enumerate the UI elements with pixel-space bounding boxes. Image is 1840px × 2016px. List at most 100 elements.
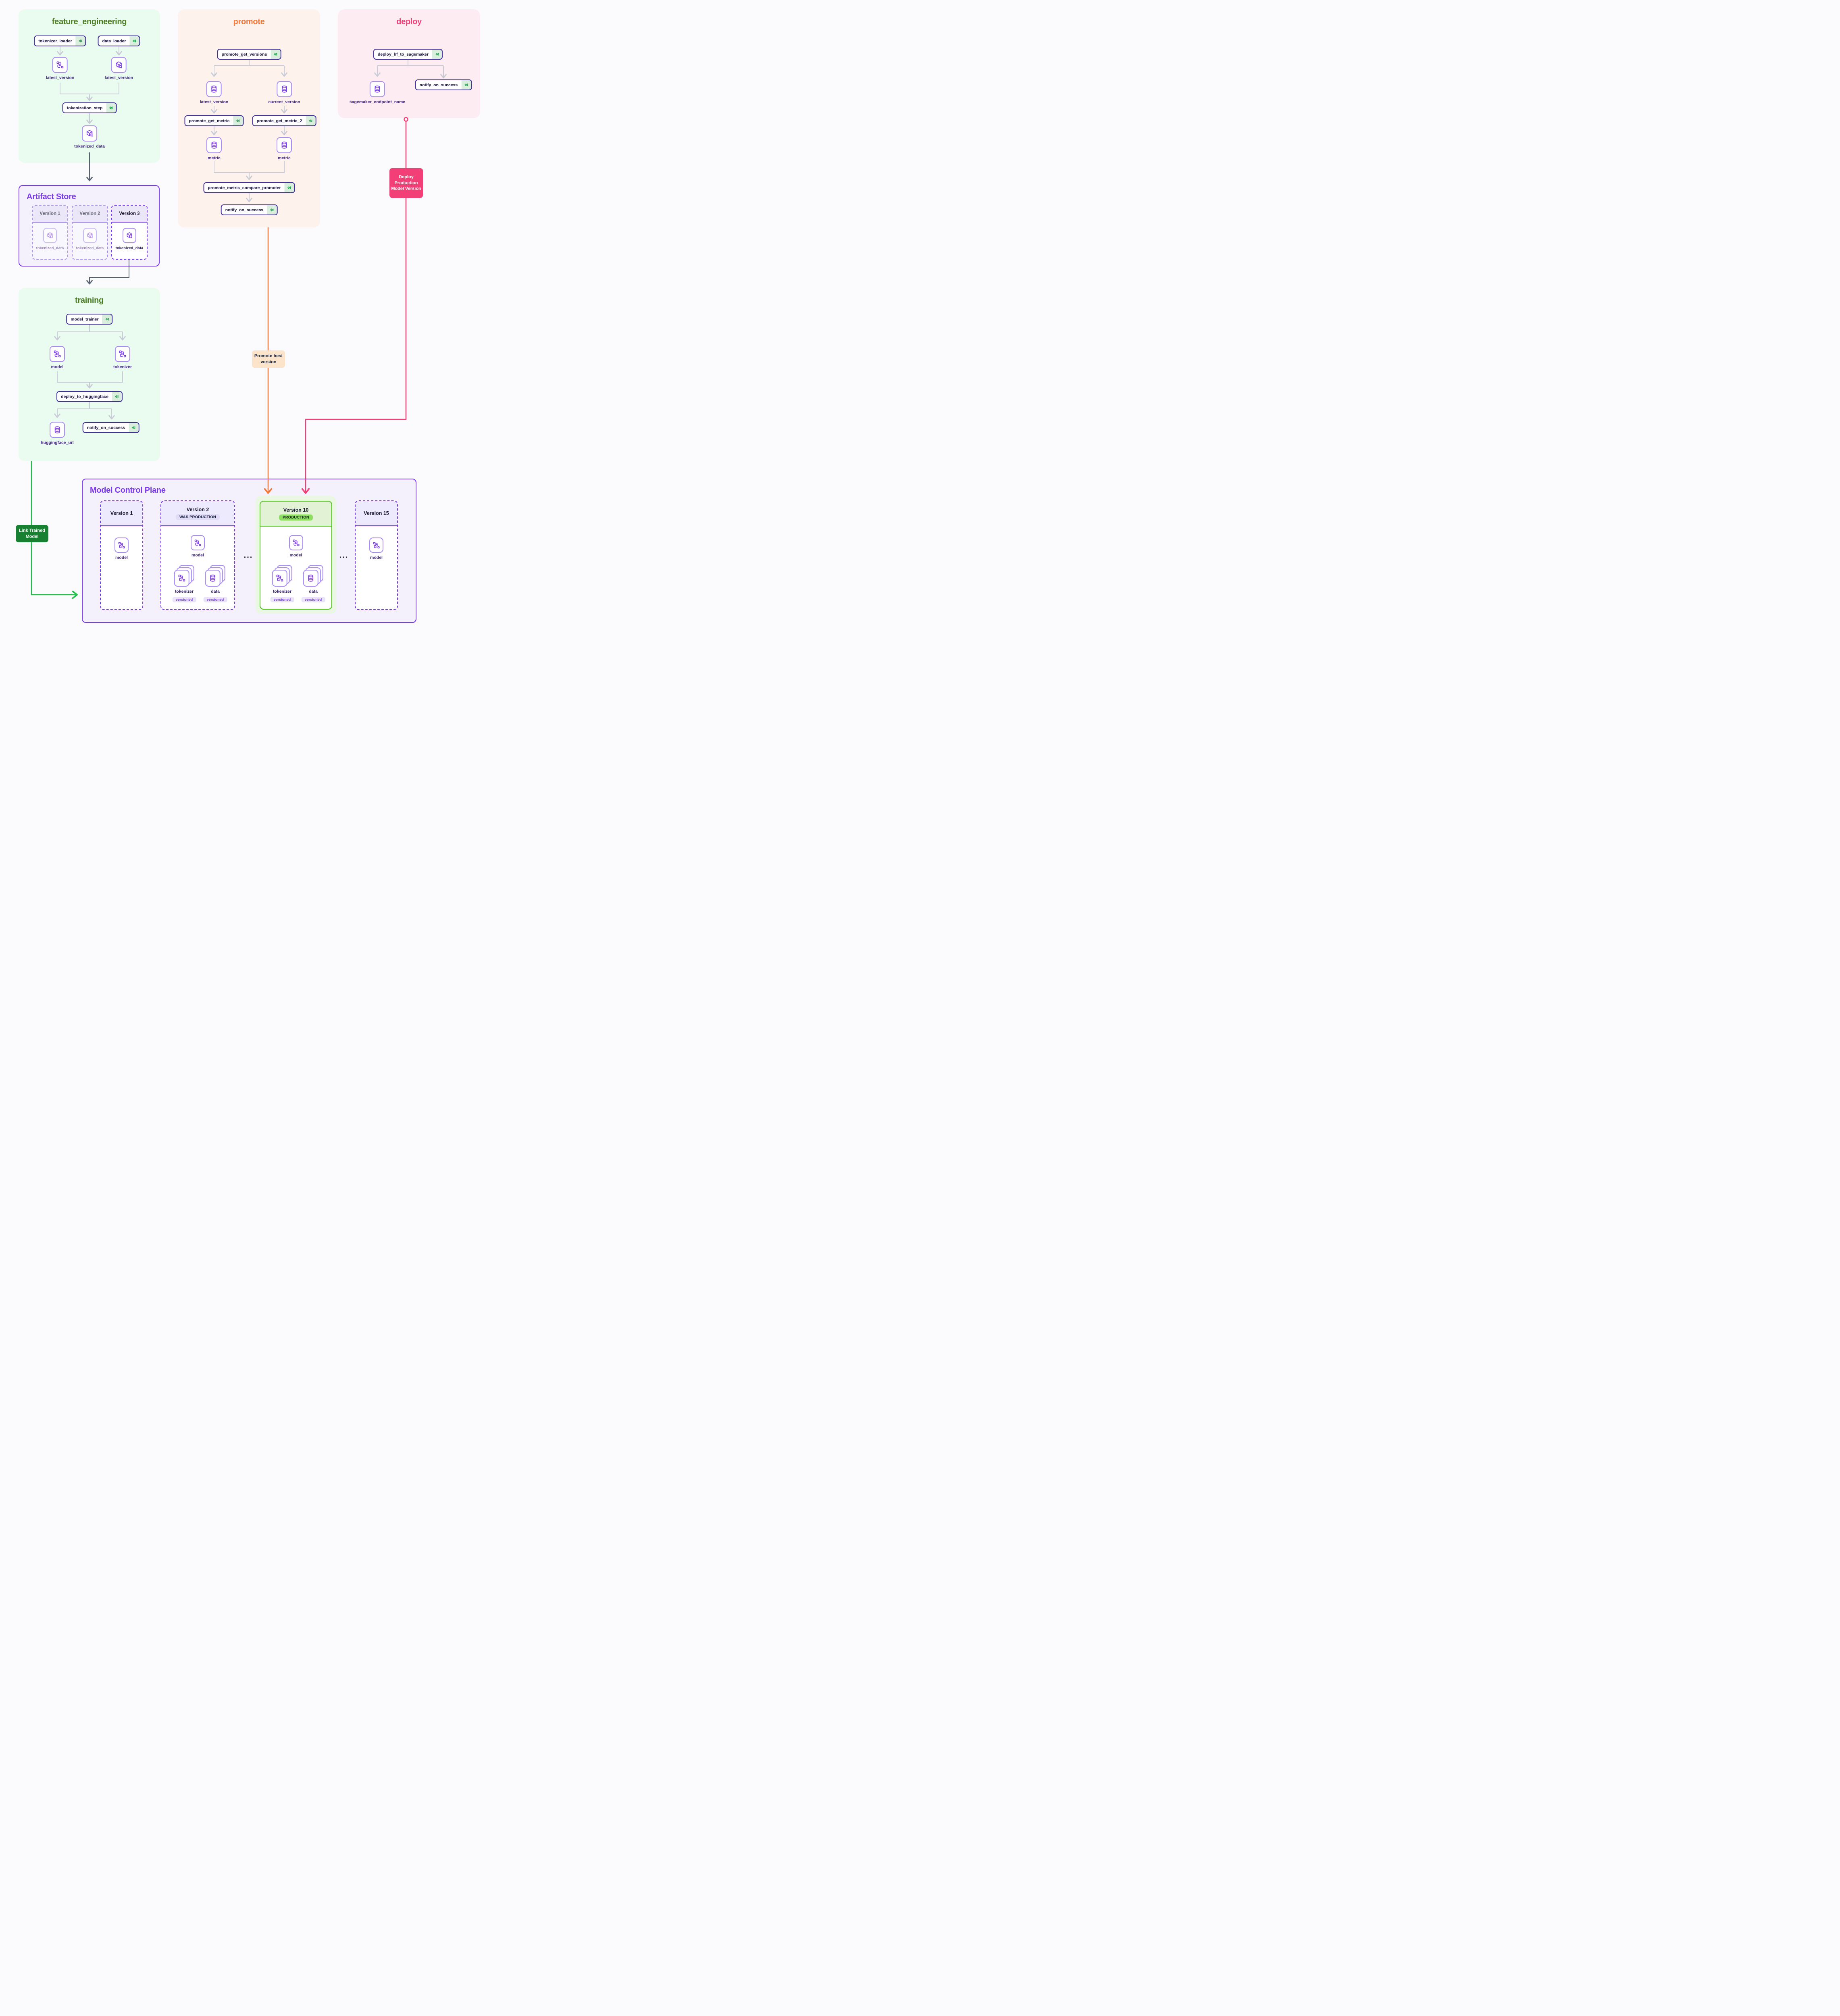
- step-label: notify_on_success: [83, 423, 129, 432]
- edge-label-promote-best-version: Promote best version: [252, 350, 285, 368]
- store-version-3-card[interactable]: Version 3 tokenized_data: [111, 205, 148, 260]
- cached-icon: [306, 116, 316, 125]
- artifact-stack-tokenizer[interactable]: tokenizer versioned: [270, 565, 294, 602]
- model-icon[interactable]: [50, 346, 65, 362]
- step-model-trainer[interactable]: model_trainer: [66, 314, 113, 325]
- versioned-badge: versioned: [203, 597, 227, 602]
- step-promote-get-metric[interactable]: promote_get_metric: [184, 115, 244, 126]
- model-icon[interactable]: [114, 537, 129, 553]
- artifact-metric-right[interactable]: metric: [277, 137, 292, 160]
- mcp-version-15-card[interactable]: Version 15 model: [355, 500, 398, 610]
- artifact-stack-data[interactable]: data versioned: [203, 565, 227, 602]
- mcp-version-2-card[interactable]: Version 2 WAS PRODUCTION model tokenizer…: [160, 500, 235, 610]
- edge-label-deploy-production-model-version: Deploy Production Model Version: [389, 168, 423, 198]
- artifact-label: data: [309, 589, 318, 594]
- database-icon[interactable]: [277, 81, 292, 97]
- package-icon[interactable]: [123, 228, 136, 243]
- version-title: Version 1: [110, 510, 133, 516]
- version-header: Version 1: [33, 206, 67, 223]
- step-label: deploy_to_huggingface: [57, 392, 112, 401]
- artifact-sagemaker-endpoint-name[interactable]: sagemaker_endpoint_name: [350, 81, 405, 104]
- model-icon[interactable]: [114, 346, 130, 362]
- store-version-1-card[interactable]: Version 1 tokenized_data: [32, 205, 68, 260]
- model-icon[interactable]: [191, 535, 205, 550]
- artifact-tokenizer[interactable]: tokenizer: [113, 346, 132, 369]
- artifact-latest-version[interactable]: latest_version: [200, 81, 228, 104]
- database-icon[interactable]: [50, 422, 65, 438]
- artifact-label: latest_version: [104, 75, 133, 80]
- pipeline-title: deploy: [396, 17, 422, 26]
- artifact-label: tokenized_data: [74, 144, 105, 149]
- database-icon[interactable]: [206, 81, 222, 97]
- artifact-stack-tokenizer[interactable]: tokenizer versioned: [172, 565, 196, 602]
- package-icon[interactable]: [43, 228, 57, 243]
- step-label: notify_on_success: [416, 80, 462, 90]
- artifact-tokenized-data[interactable]: tokenized_data: [74, 125, 105, 149]
- step-label: model_trainer: [67, 314, 102, 324]
- package-icon[interactable]: [111, 57, 127, 73]
- version-title: Version 2: [186, 506, 209, 512]
- step-label: tokenizer_loader: [35, 36, 76, 46]
- artifact-label: metric: [278, 156, 291, 160]
- cached-icon: [284, 183, 294, 192]
- version-header: Version 1: [101, 501, 142, 526]
- was-production-badge: WAS PRODUCTION: [176, 514, 220, 520]
- artifact-huggingface-url[interactable]: huggingface_url: [41, 422, 74, 445]
- model-icon[interactable]: [52, 57, 68, 73]
- mcp-version-10-card[interactable]: Version 10 PRODUCTION model tokenizer ve…: [260, 501, 332, 610]
- step-notify-on-success-deploy[interactable]: notify_on_success: [415, 79, 472, 90]
- database-icon[interactable]: [206, 137, 222, 153]
- artifact-current-version[interactable]: current_version: [268, 81, 300, 104]
- version-header: Version 10 PRODUCTION: [260, 502, 331, 527]
- version-header: Version 15: [356, 501, 397, 526]
- artifact-label: model: [115, 555, 128, 560]
- artifact-label: model: [370, 555, 383, 560]
- panel-title: Model Control Plane: [90, 486, 166, 495]
- artifact-label: model: [51, 364, 64, 369]
- cached-icon: [271, 50, 281, 59]
- mcp-version-1-card[interactable]: Version 1 model: [100, 500, 143, 610]
- step-deploy-hf-to-sagemaker[interactable]: deploy_hf_to_sagemaker: [373, 49, 443, 60]
- step-label: tokenization_step: [63, 103, 106, 112]
- step-deploy-to-huggingface[interactable]: deploy_to_huggingface: [56, 391, 123, 402]
- step-label: deploy_hf_to_sagemaker: [374, 50, 433, 59]
- model-icon[interactable]: [369, 537, 383, 553]
- artifact-stack-data[interactable]: data versioned: [301, 565, 325, 602]
- artifact-latest-version-data[interactable]: latest_version: [105, 57, 133, 80]
- cached-icon: [432, 50, 442, 59]
- artifact-label: model: [289, 553, 302, 558]
- pipeline-diagram: feature_engineering Artifact Store train…: [0, 0, 498, 632]
- artifact-latest-version-model[interactable]: latest_version: [46, 57, 74, 80]
- step-notify-on-success-promote[interactable]: notify_on_success: [221, 204, 278, 215]
- step-tokenization-step[interactable]: tokenization_step: [62, 102, 117, 113]
- database-icon: [303, 570, 318, 587]
- artifact-label: huggingface_url: [41, 440, 74, 445]
- step-tokenizer-loader[interactable]: tokenizer_loader: [34, 35, 86, 46]
- version-header: Version 3: [112, 206, 147, 223]
- step-promote-get-versions[interactable]: promote_get_versions: [217, 49, 281, 60]
- store-version-2-card[interactable]: Version 2 tokenized_data: [72, 205, 108, 260]
- artifact-metric-left[interactable]: metric: [206, 137, 222, 160]
- step-data-loader[interactable]: data_loader: [98, 35, 140, 46]
- database-icon[interactable]: [277, 137, 292, 153]
- artifact-model[interactable]: model: [50, 346, 65, 369]
- ellipsis: ...: [339, 551, 349, 560]
- version-title: Version 15: [364, 510, 389, 516]
- version-header: Version 2 WAS PRODUCTION: [161, 501, 234, 526]
- step-promote-get-metric-2[interactable]: promote_get_metric_2: [252, 115, 316, 126]
- version-title: Version 10: [283, 507, 309, 513]
- model-icon[interactable]: [289, 535, 303, 550]
- database-icon[interactable]: [370, 81, 385, 97]
- artifact-label: tokenized_data: [115, 246, 144, 250]
- artifact-label: tokenized_data: [36, 246, 64, 250]
- step-label: promote_metric_compare_promoter: [204, 183, 285, 192]
- step-notify-on-success-training[interactable]: notify_on_success: [82, 422, 139, 433]
- package-icon[interactable]: [81, 125, 97, 142]
- package-icon[interactable]: [83, 228, 97, 243]
- panel-title: Artifact Store: [27, 192, 76, 201]
- cached-icon: [129, 36, 139, 46]
- step-promote-metric-compare-promoter[interactable]: promote_metric_compare_promoter: [203, 182, 295, 193]
- cached-icon: [106, 103, 116, 112]
- cached-icon: [75, 36, 85, 46]
- edge-label-link-trained-model: Link Trained Model: [16, 525, 48, 542]
